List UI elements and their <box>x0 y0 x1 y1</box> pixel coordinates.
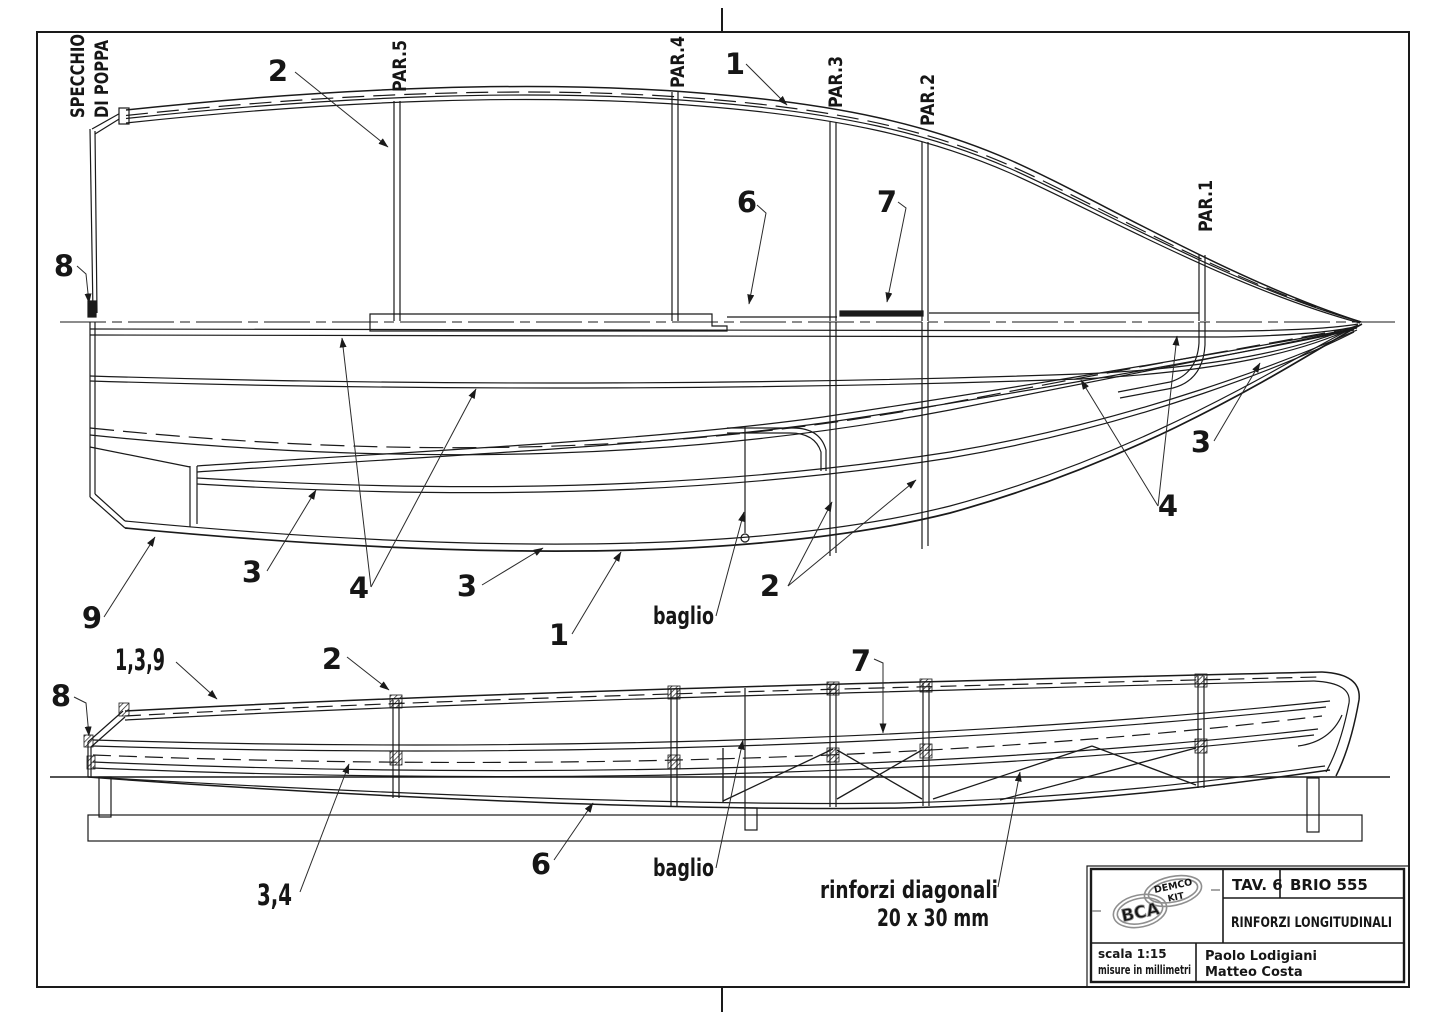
stern-label-line1: SPECCHIO <box>67 34 89 118</box>
plan-callout-4-right: 4 <box>1158 489 1178 523</box>
plan-hull-lines <box>60 85 1395 556</box>
title-block: BCA DEMCO KIT TAV. 6 BRIO 555 RINFORZI L… <box>1086 865 1410 988</box>
author-2: Matteo Costa <box>1205 965 1303 980</box>
plan-callout-1-bottom: 1 <box>549 618 569 652</box>
plan-callout-9: 9 <box>82 601 102 635</box>
frame-label-par1: PAR.1 <box>1195 180 1217 232</box>
frame-label-par4: PAR.4 <box>667 36 689 88</box>
plan-callout-2-bottom: 2 <box>760 569 780 603</box>
side-callout-7: 7 <box>851 644 871 678</box>
title-block-text: TAV. 6 BRIO 555 RINFORZI LONGITUDINALI s… <box>1098 876 1392 980</box>
plan-leaders <box>76 63 1261 635</box>
sheet-border <box>36 8 1410 1012</box>
stern-label-line2: DI POPPA <box>91 40 113 118</box>
sheet-title: RINFORZI LONGITUDINALI <box>1231 915 1392 931</box>
frame-hatch-blocks <box>83 673 1208 770</box>
plan-callout-baglio: baglio <box>653 602 714 630</box>
side-note-line2: 20 x 30 mm <box>877 904 989 932</box>
frame-label-par3: PAR.3 <box>825 56 847 108</box>
side-callout-2: 2 <box>322 642 342 676</box>
plan-callout-3-left: 3 <box>242 555 262 589</box>
author-1: Paolo Lodigiani <box>1205 949 1317 964</box>
title-block-frame <box>1086 865 1410 988</box>
plan-callout-8: 8 <box>54 249 74 283</box>
side-callout-34: 3,4 <box>257 878 292 912</box>
side-callout-6: 6 <box>531 847 551 881</box>
plan-callout-7: 7 <box>877 185 897 219</box>
side-leaders <box>73 656 1022 893</box>
side-callout-baglio: baglio <box>653 854 714 882</box>
side-hull-lines <box>50 671 1390 842</box>
plan-callout-2-top: 2 <box>268 54 288 88</box>
units-note: misure in millimetri <box>1098 963 1191 977</box>
frame-label-par2: PAR.2 <box>917 74 939 126</box>
plan-view: SPECCHIO DI POPPA PAR.5 PAR.4 PAR.3 PAR.… <box>54 34 1395 652</box>
side-view: 8 1,3,9 2 7 3,4 6 baglio rinforzi diagon… <box>50 642 1390 932</box>
side-labels: 8 1,3,9 2 7 3,4 6 baglio rinforzi diagon… <box>51 642 998 932</box>
sheet-number: TAV. 6 <box>1232 876 1283 894</box>
boat-model: BRIO 555 <box>1290 876 1368 894</box>
side-note-line1: rinforzi diagonali <box>820 876 998 904</box>
frame-label-par5: PAR.5 <box>389 40 411 92</box>
side-callout-8: 8 <box>51 679 71 713</box>
scale-note: scala 1:15 <box>1098 947 1167 961</box>
plan-callout-6: 6 <box>737 185 757 219</box>
plan-callout-3-right: 3 <box>1191 425 1211 459</box>
side-callout-139: 1,3,9 <box>115 643 165 677</box>
plan-callout-4-left: 4 <box>349 571 369 605</box>
logo-kit-text: KIT <box>1167 891 1186 904</box>
diagonal-braces <box>722 745 1197 802</box>
company-logo: BCA DEMCO KIT <box>1092 874 1220 929</box>
plan-labels: SPECCHIO DI POPPA PAR.5 PAR.4 PAR.3 PAR.… <box>54 34 1217 652</box>
plan-callout-3-mid: 3 <box>457 569 477 603</box>
plan-callout-1-top: 1 <box>725 47 745 81</box>
